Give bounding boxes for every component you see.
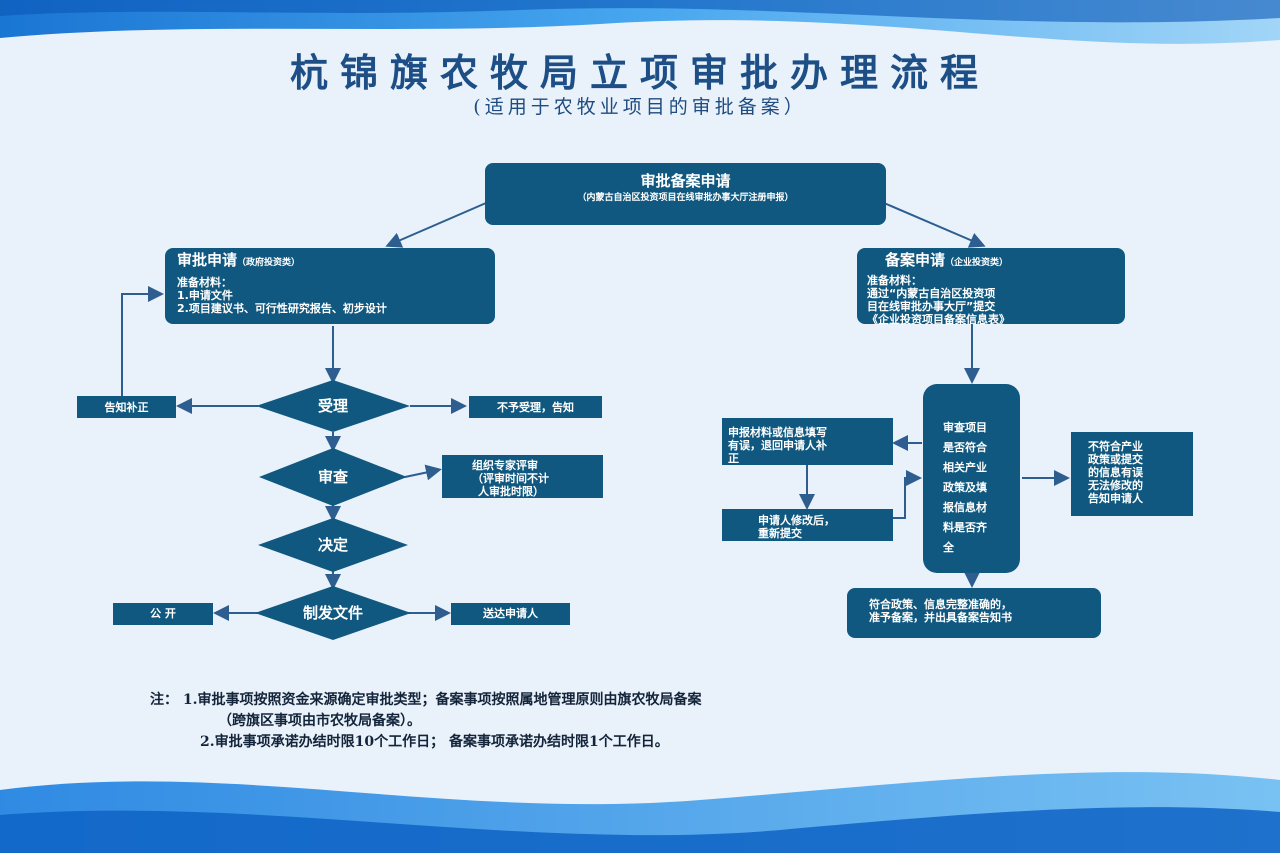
return-line-3: 正 <box>728 452 739 465</box>
notes-section: 注： 1.审批事项按照资金来源确定审批类型；备案事项按照属地管理原则由旗农牧局备… <box>150 690 702 753</box>
resubmit-line-1: 申请人修改后， <box>758 514 835 527</box>
return-line-2: 有误，退回申请人补 <box>728 439 827 452</box>
diamond-accept <box>256 380 410 432</box>
expert-line-3: 人审批时限） <box>478 485 544 498</box>
diamond-issue <box>255 586 411 640</box>
note-line-1: 注： 1.审批事项按照资金来源确定审批类型；备案事项按照属地管理原则由旗农牧局备… <box>150 692 702 708</box>
node-filing-application: 备案申请（企业投资类） 准备材料： 通过“内蒙古自治区投资项 目在线审批办事大厅… <box>857 248 1125 326</box>
label-review: 审查 <box>317 468 348 486</box>
node-expert-review: 组织专家评审 （评审时间不计 人审批时限） <box>442 455 603 498</box>
noncomply-line-1: 不符合产业 <box>1088 440 1143 453</box>
return-line-1: 申报材料或信息填写 <box>728 426 827 439</box>
filing-materials-label: 准备材料： <box>867 274 922 287</box>
noncomply-line-2: 政策或提交 <box>1088 453 1143 466</box>
diamond-review <box>259 448 407 506</box>
node-noncompliant: 不符合产业 政策或提交 的信息有误 无法修改的 告知申请人 <box>1071 432 1193 516</box>
note-line-2: （跨旗区事项由市农牧局备案）。 <box>218 713 421 729</box>
page-subtitle: (适用于农牧业项目的审批备案） <box>473 96 807 118</box>
filing-title: 备案申请 <box>885 251 946 269</box>
page-title: 杭锦旗农牧局立项审批办理流程 <box>289 50 990 95</box>
node-reject: 不予受理，告知 <box>469 396 602 418</box>
expert-line-2: （评审时间不计 <box>472 472 549 485</box>
diamond-decide <box>258 518 408 572</box>
node-deliver: 送达申请人 <box>451 603 570 625</box>
check-line: 审查项目 <box>943 421 987 434</box>
approval-materials-1: 1.申请文件 <box>177 289 233 302</box>
approval-tag: （政府投资类） <box>237 258 301 268</box>
filing-materials-2: 目在线审批办事大厅”提交 <box>867 300 996 313</box>
label-accept: 受理 <box>317 397 348 415</box>
noncomply-line-4: 无法修改的 <box>1088 479 1143 492</box>
node-notify-fix: 告知补正 <box>77 396 176 418</box>
check-line: 报信息材 <box>943 501 987 514</box>
node-public: 公 开 <box>113 603 213 625</box>
approve-line-2: 准予备案，并出具备案告知书 <box>869 611 1012 624</box>
node-resubmit: 申请人修改后， 重新提交 <box>722 509 893 541</box>
node-approval-filing-application: 审批备案申请 （内蒙古自治区投资项目在线审批办事大厅注册申报） <box>485 163 886 225</box>
resubmit-line-2: 重新提交 <box>758 527 802 540</box>
filing-materials-1: 通过“内蒙古自治区投资项 <box>867 287 996 300</box>
expert-line-1: 组织专家评审 <box>472 459 538 472</box>
approve-line-1: 符合政策、信息完整准确的， <box>869 598 1012 611</box>
filing-materials-3: 《企业投资项目备案信息表》 <box>867 313 1010 326</box>
check-line: 政策及填 <box>943 481 987 494</box>
label-issue: 制发文件 <box>302 604 363 622</box>
note-line-3: 2.审批事项承诺办结时限10个工作日； 备案事项承诺办结时限1个工作日。 <box>200 734 669 750</box>
node-top-title: 审批备案申请 <box>640 172 731 190</box>
filing-tag: （企业投资类） <box>945 258 1009 268</box>
node-check-project: 审查项目 是否符合 相关产业 政策及填 报信息材 料是否齐 全 <box>923 384 1020 573</box>
check-line: 相关产业 <box>943 461 987 474</box>
label-decide: 决定 <box>317 536 348 554</box>
approval-materials-2: 2.项目建议书、可行性研究报告、初步设计 <box>177 302 387 315</box>
node-approve-filing: 符合政策、信息完整准确的， 准予备案，并出具备案告知书 <box>847 588 1101 638</box>
node-approval-application: 审批申请（政府投资类） 准备材料： 1.申请文件 2.项目建议书、可行性研究报告… <box>165 248 495 324</box>
noncomply-line-3: 的信息有误 <box>1088 466 1143 479</box>
node-return-applicant: 申报材料或信息填写 有误，退回申请人补 正 <box>722 418 893 465</box>
node-top-subtitle: （内蒙古自治区投资项目在线审批办事大厅注册申报） <box>577 193 794 203</box>
check-line: 是否符合 <box>943 441 987 454</box>
approval-title: 审批申请 <box>177 251 238 269</box>
check-line: 料是否齐 <box>943 521 987 534</box>
noncomply-line-5: 告知申请人 <box>1088 492 1143 505</box>
check-line: 全 <box>943 541 954 554</box>
approval-materials-label: 准备材料： <box>177 276 232 289</box>
